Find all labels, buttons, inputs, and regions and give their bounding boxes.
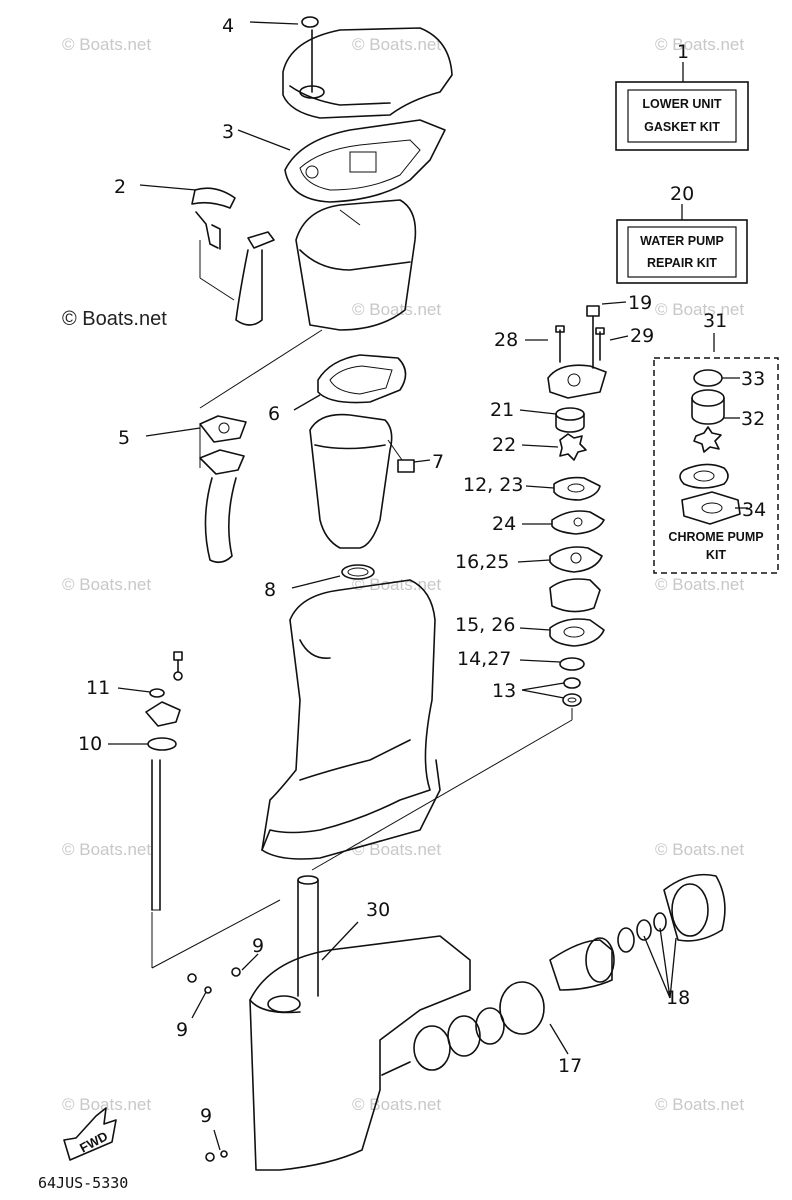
gasket-kit-box: 1 LOWER UNIT GASKET KIT <box>615 41 749 151</box>
callout-21: 21 <box>490 399 514 421</box>
callout-9c: 9 <box>200 1105 212 1127</box>
gasket-kit-line2: GASKET KIT <box>644 120 720 134</box>
callout-10: 10 <box>78 733 102 755</box>
watermark: © Boats.net <box>352 300 441 319</box>
callout-19: 19 <box>628 292 652 314</box>
callout-8: 8 <box>264 579 276 601</box>
water-pump-stack: 28 29 19 21 22 12, 23 24 16 <box>311 292 654 871</box>
watermark: © Boats.net <box>352 840 441 859</box>
watermark-main: © Boats.net <box>62 308 167 330</box>
watermark: © Boats.net <box>62 1095 151 1114</box>
watermarks: © Boats.net © Boats.net © Boats.net © Bo… <box>62 35 744 1114</box>
gasket-kit-line1: LOWER UNIT <box>642 97 722 111</box>
water-tube-10-11: 11 10 <box>78 651 281 969</box>
watermark: © Boats.net <box>352 1095 441 1114</box>
callout-15-26: 15, 26 <box>455 614 515 636</box>
callout-28: 28 <box>494 329 518 351</box>
callout-9a: 9 <box>252 935 264 957</box>
watermark: © Boats.net <box>62 575 151 594</box>
callout-3: 3 <box>222 121 234 143</box>
drive-shaft-housing <box>261 579 441 860</box>
chrome-kit-line2: KIT <box>706 548 727 562</box>
upper-casing-cover: 4 <box>222 15 453 119</box>
watermark: © Boats.net <box>655 575 744 594</box>
callout-24: 24 <box>492 513 516 535</box>
watermark: © Boats.net <box>655 1095 744 1114</box>
watermark: © Boats.net <box>352 35 441 54</box>
callout-6: 6 <box>268 403 280 425</box>
callout-13: 13 <box>492 680 516 702</box>
diagram-code: 64JUS-5330 <box>38 1174 128 1192</box>
callout-34: 34 <box>742 499 766 521</box>
callout-33: 33 <box>741 368 765 390</box>
callout-18: 18 <box>666 987 690 1009</box>
water-pump-kit-line2: REPAIR KIT <box>647 256 717 270</box>
gear-case: 30 9 9 9 <box>176 875 471 1171</box>
chrome-kit-line1: CHROME PUMP <box>668 530 763 544</box>
callout-31: 31 <box>703 310 727 332</box>
gasket-3: 3 <box>222 119 446 203</box>
forward-arrow-icon: FWD <box>63 1107 117 1161</box>
callout-14-27: 14,27 <box>457 648 511 670</box>
chrome-pump-kit-box: 31 CHROME PUMP KIT 33 32 34 <box>653 310 779 574</box>
water-tube-assembly: 2 <box>114 176 275 326</box>
callout-11: 11 <box>86 677 110 699</box>
exhaust-pan-7: 7 <box>309 413 444 549</box>
callout-30: 30 <box>366 899 390 921</box>
watermark: © Boats.net <box>62 840 151 859</box>
callout-22: 22 <box>492 434 516 456</box>
callout-16-25: 16,25 <box>455 551 509 573</box>
watermark: © Boats.net <box>655 35 744 54</box>
water-pump-kit-box: 20 WATER PUMP REPAIR KIT <box>616 183 748 284</box>
callout-4: 4 <box>222 15 234 37</box>
callout-12-23: 12, 23 <box>463 474 523 496</box>
gasket-5: 5 <box>118 329 323 564</box>
watermark: © Boats.net <box>655 840 744 859</box>
callout-20: 20 <box>670 183 694 205</box>
prop-shaft-housing: 17 18 <box>413 873 726 1077</box>
callout-7: 7 <box>432 451 444 473</box>
watermark: © Boats.net <box>655 300 744 319</box>
callout-5: 5 <box>118 427 130 449</box>
callout-1: 1 <box>677 41 689 63</box>
watermark: © Boats.net <box>352 575 441 594</box>
water-pump-kit-line1: WATER PUMP <box>640 234 724 248</box>
upper-housing <box>295 199 417 331</box>
callout-32: 32 <box>741 408 765 430</box>
callout-29: 29 <box>630 325 654 347</box>
callout-9b: 9 <box>176 1019 188 1041</box>
callout-2: 2 <box>114 176 126 198</box>
callout-17: 17 <box>558 1055 582 1077</box>
watermark: © Boats.net <box>62 35 151 54</box>
gasket-6: 6 <box>268 354 407 425</box>
seal-8: 8 <box>264 564 375 601</box>
